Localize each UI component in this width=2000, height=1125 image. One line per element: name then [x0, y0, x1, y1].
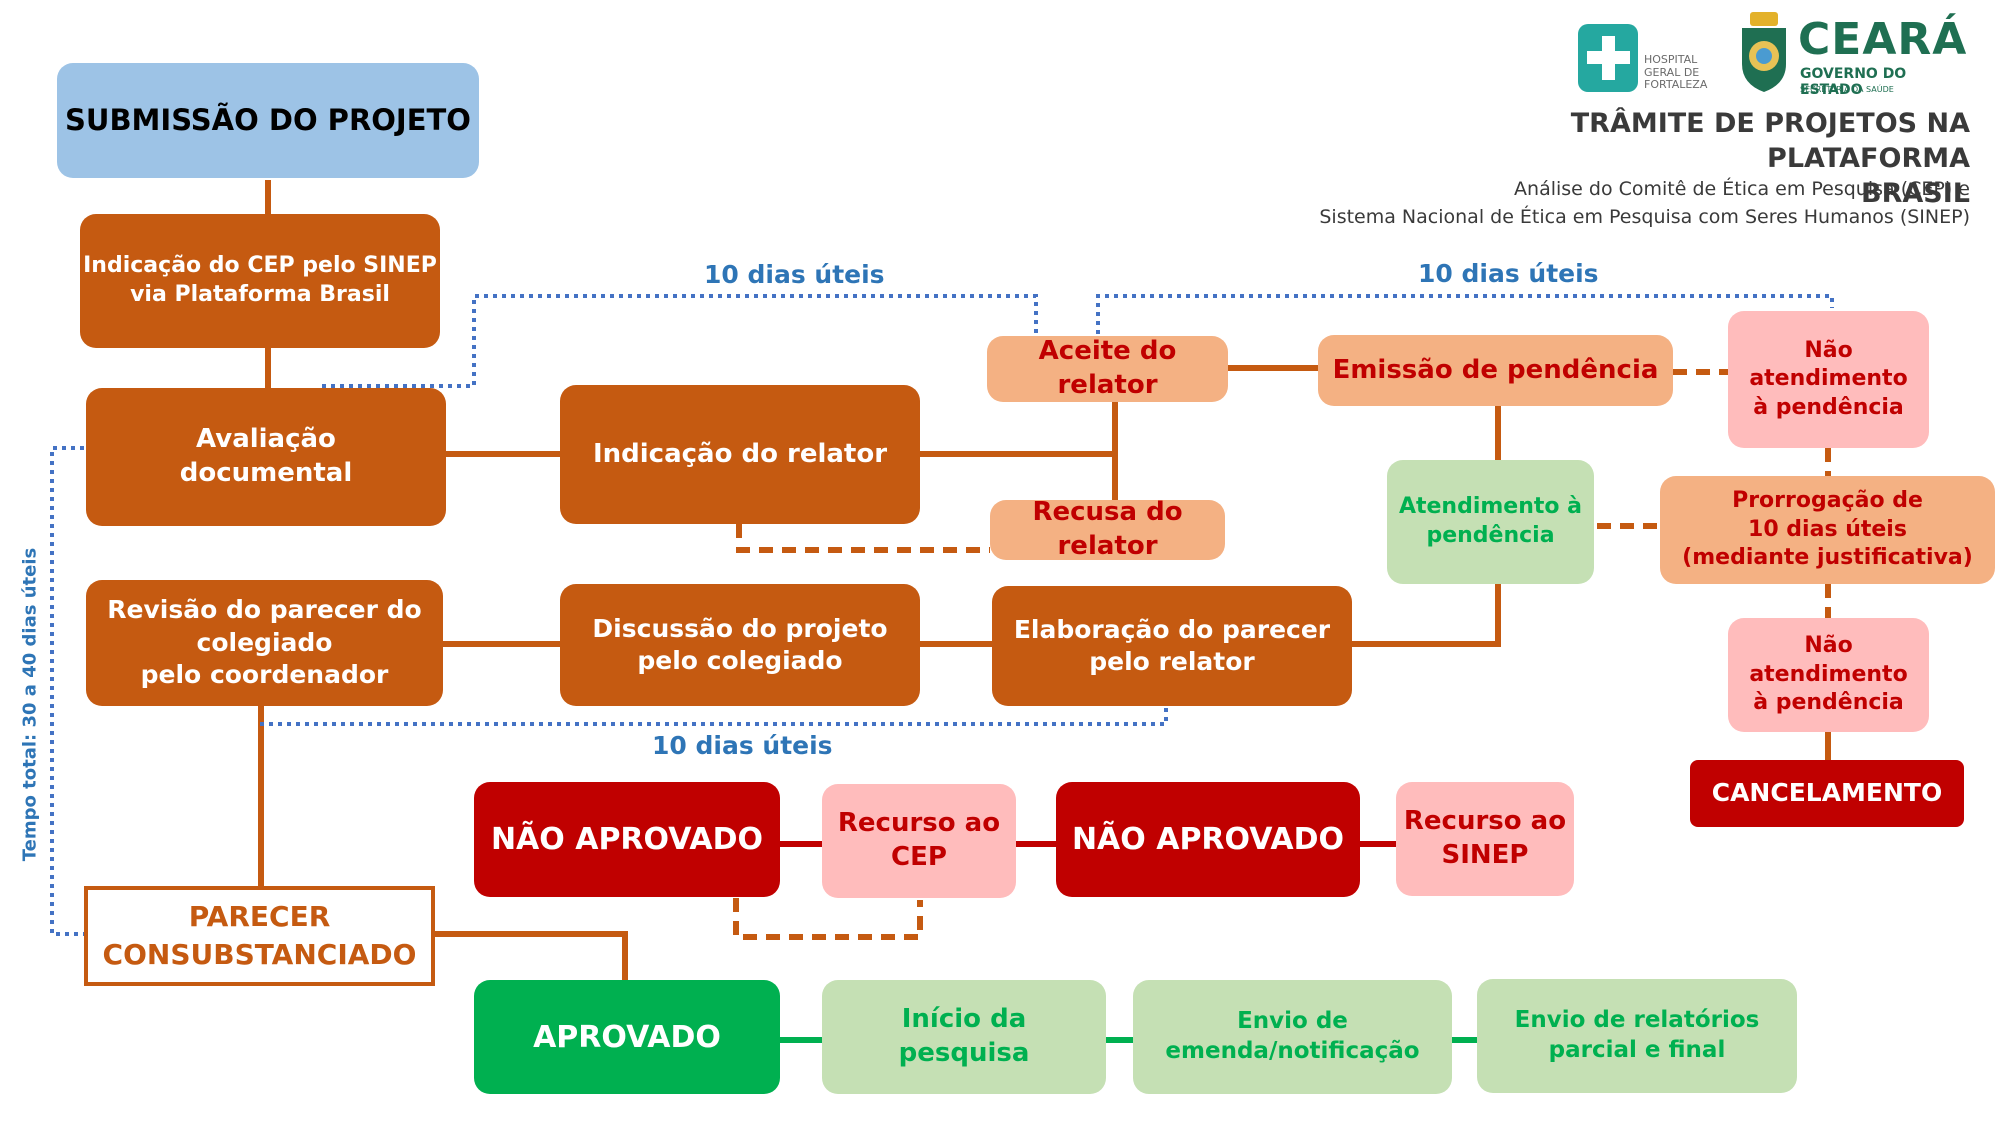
node-emissao-pendencia: Emissão de pendência	[1318, 335, 1673, 406]
node-recusa-relator: Recusa do relator	[990, 497, 1225, 561]
page-subtitle: Análise do Comitê de Ética em Pesquisa (…	[1319, 178, 1970, 228]
node-revisao-parecer: Revisão do parecer do colegiado pelo coo…	[86, 580, 443, 706]
node-aceite-relator: Aceite do relator	[987, 336, 1228, 402]
label-10-dias-top-left: 10 dias úteis	[704, 260, 885, 289]
ceara-gov-text: GOVERNO DO ESTADO	[1800, 66, 1907, 98]
node-nao-atendimento-1: Não atendimento à pendência	[1728, 311, 1929, 448]
ceara-logo: CEARÁ GOVERNO DO ESTADO SECRETARIA DA SA…	[1738, 12, 1968, 98]
hospital-logo-text: HOSPITAL GERAL DE FORTALEZA	[1644, 53, 1708, 92]
hospital-logo: HOSPITAL GERAL DE FORTALEZA	[1578, 24, 1728, 96]
ceara-name: CEARÁ	[1798, 14, 1968, 65]
node-atendimento-pendencia: Atendimento à pendência	[1387, 460, 1594, 584]
node-elaboracao-parecer: Elaboração do parecer pelo relator	[992, 586, 1352, 706]
node-recurso-cep: Recurso ao CEP	[822, 784, 1016, 898]
node-avaliacao-documental: Avaliação documental	[86, 388, 446, 526]
node-envio-emenda: Envio de emenda/notificação	[1133, 980, 1452, 1094]
node-indicacao-cep: Indicação do CEP pelo SINEP via Platafor…	[80, 214, 440, 348]
node-aprovado: APROVADO	[474, 980, 780, 1094]
page-title: TRÂMITE DE PROJETOS NA PLATAFORMA BRASIL	[1570, 108, 1970, 210]
hospital-cross-icon	[1578, 24, 1638, 92]
ceara-seal-icon	[1742, 12, 1786, 92]
label-10-dias-top-right: 10 dias úteis	[1418, 259, 1599, 288]
node-prorrogacao: Prorrogação de 10 dias úteis (mediante j…	[1660, 476, 1995, 584]
label-tempo-total: Tempo total: 30 a 40 dias úteis	[19, 547, 41, 862]
node-discussao-projeto: Discussão do projeto pelo colegiado	[560, 584, 920, 706]
node-indicacao-relator: Indicação do relator	[560, 385, 920, 524]
node-nao-aprovado-2: NÃO APROVADO	[1056, 782, 1360, 897]
node-parecer-consubstanciado: PARECER CONSUBSTANCIADO	[84, 886, 435, 986]
node-nao-aprovado-1: NÃO APROVADO	[474, 782, 780, 897]
label-10-dias-bottom: 10 dias úteis	[652, 731, 833, 760]
node-inicio-pesquisa: Início da pesquisa	[822, 980, 1106, 1094]
node-envio-relatorios: Envio de relatórios parcial e final	[1477, 979, 1797, 1093]
node-recurso-sinep: Recurso ao SINEP	[1396, 782, 1574, 896]
node-nao-atendimento-2: Não atendimento à pendência	[1728, 618, 1929, 732]
ceara-sec-text: SECRETARIA DA SAÚDE	[1800, 85, 1894, 94]
node-cancelamento: CANCELAMENTO	[1690, 760, 1964, 827]
node-submissao: SUBMISSÃO DO PROJETO	[57, 63, 479, 178]
